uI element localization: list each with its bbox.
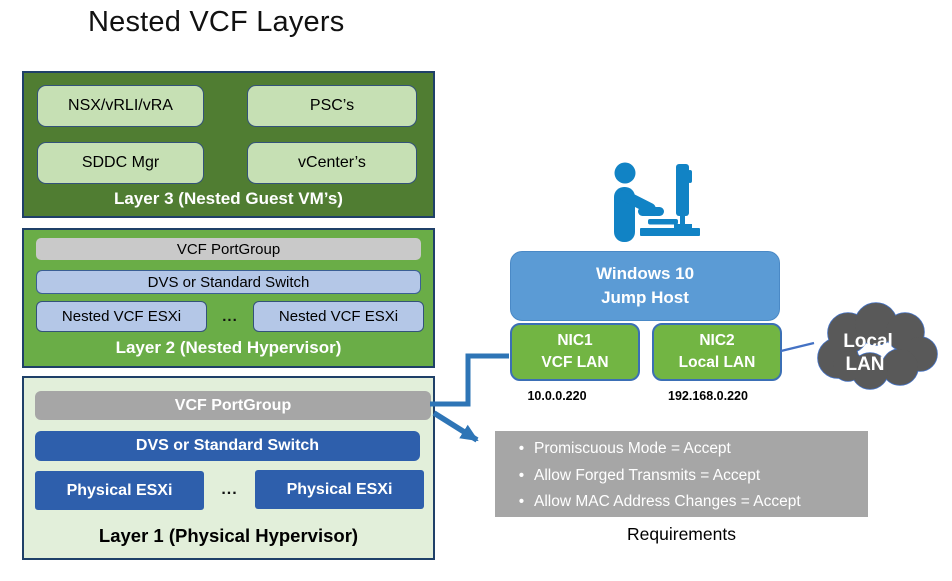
layer3-item-nsx-vrli-vra: NSX/vRLI/vRA [37,85,204,127]
layer2-nested-esxi-left: Nested VCF ESXi [36,301,207,332]
jump-host-box: Windows 10 Jump Host [510,251,780,321]
requirement-item: Allow MAC Address Changes = Accept [509,489,868,516]
person-at-computer-icon [614,162,700,242]
layer3-item-pscs: PSC’s [247,85,417,127]
cloud-label-line2: LAN [845,354,884,375]
nic1-box: NIC1 VCF LAN [510,323,640,381]
layer3-label: Layer 3 (Nested Guest VM’s) [114,189,343,208]
cloud-label-line1: Local [843,331,893,352]
layer1-box: VCF PortGroup DVS or Standard Switch Phy… [22,376,435,560]
nic1-name: NIC1 [557,331,593,349]
page-title: Nested VCF Layers [88,6,345,38]
requirements-caption: Requirements [627,524,736,544]
requirement-item: Promiscuous Mode = Accept [509,436,868,463]
requirements-list: Promiscuous Mode = Accept Allow Forged T… [495,431,868,516]
layer1-vcf-portgroup: VCF PortGroup [35,391,431,420]
layer2-ellipsis: ... [222,308,238,325]
layer3-item-vcenters: vCenter’s [247,142,417,184]
nic2-box: NIC2 Local LAN [652,323,782,381]
layer2-nested-esxi-right: Nested VCF ESXi [253,301,424,332]
nic1-network: VCF LAN [541,354,609,371]
local-lan-cloud: Local LAN [817,302,938,390]
layer1-physical-esxi-left: Physical ESXi [35,471,204,510]
layer2-vcf-portgroup: VCF PortGroup [36,238,421,260]
nic2-ip-address: 192.168.0.220 [668,389,748,403]
layer1-physical-esxi-right: Physical ESXi [255,470,424,509]
nic2-network: Local LAN [678,354,756,371]
requirements-box: Promiscuous Mode = Accept Allow Forged T… [495,431,868,517]
requirement-item: Allow Forged Transmits = Accept [509,463,868,490]
layer3-item-sddc-mgr: SDDC Mgr [37,142,204,184]
jump-host-line2: Jump Host [601,288,689,307]
layer3-box: NSX/vRLI/vRA PSC’s SDDC Mgr vCenter’s La… [22,71,435,218]
layer1-label: Layer 1 (Physical Hypervisor) [98,525,359,546]
nic1-ip-address: 10.0.0.220 [527,389,587,403]
arrow-portgroup-to-requirements [432,410,479,443]
layer2-dvs-switch: DVS or Standard Switch [36,270,421,294]
layer1-dvs-switch: DVS or Standard Switch [35,431,420,461]
jump-host-line1: Windows 10 [595,264,695,284]
nic2-name: NIC2 [699,331,735,349]
layer2-box: VCF PortGroup DVS or Standard Switch Nes… [22,228,435,368]
layer2-label: Layer 2 (Nested Hypervisor) [115,338,342,357]
layer1-ellipsis: ... [221,480,238,498]
